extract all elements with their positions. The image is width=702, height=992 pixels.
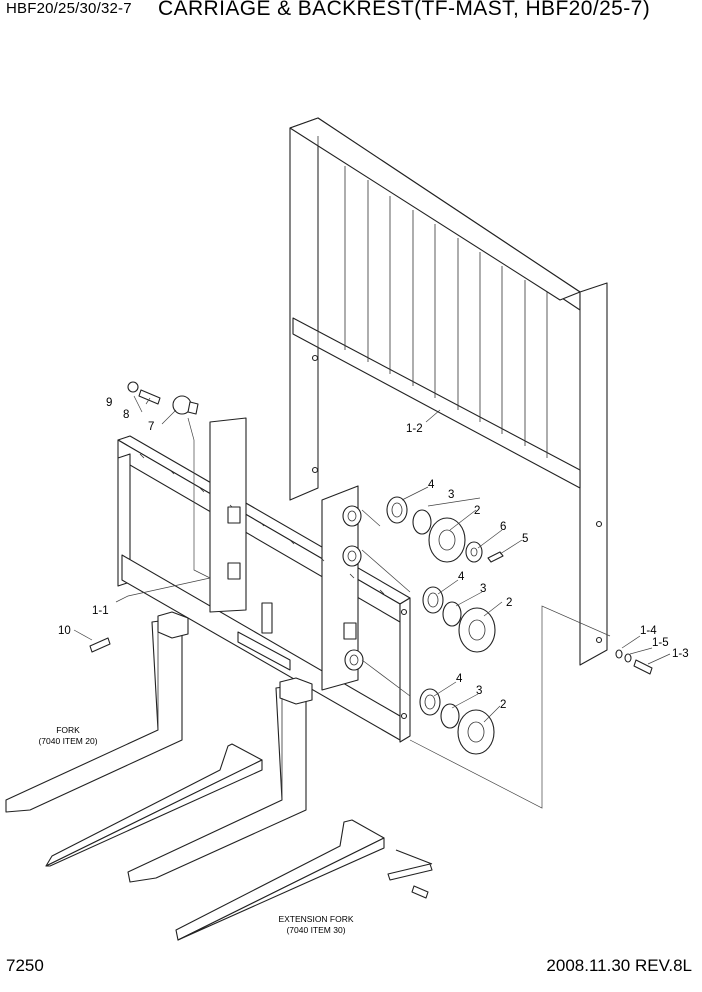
callout-3-upper: 3 — [448, 489, 454, 501]
fork-left — [5, 611, 189, 813]
callout-1-4: 1-4 — [640, 625, 657, 637]
page-number: 7250 — [6, 956, 44, 975]
extension-fork-left — [45, 743, 263, 867]
callout-7: 7 — [148, 421, 154, 433]
fork-right — [127, 677, 313, 883]
callout-10: 10 — [58, 625, 71, 637]
callout-3-lower: 3 — [476, 685, 482, 697]
revision-date: 2008.11.30 REV.8L — [546, 956, 692, 975]
callout-5: 5 — [522, 533, 528, 545]
callout-4-lower: 4 — [456, 673, 463, 685]
callout-8: 8 — [123, 409, 129, 421]
page-title: CARRIAGE & BACKREST(TF-MAST, HBF20/25-7) — [158, 0, 651, 20]
backrest — [289, 117, 608, 666]
callout-1-1: 1-1 — [92, 605, 109, 617]
roller-set-upper — [386, 496, 504, 563]
leader-lines — [73, 395, 671, 809]
roller-set-lower — [419, 688, 495, 755]
extension-fork-right — [175, 819, 433, 941]
callout-2-upper: 2 — [474, 505, 480, 517]
fork-note-ref: (7040 ITEM 20) — [38, 736, 97, 746]
extension-fork-note-title: EXTENSION FORK — [278, 914, 353, 924]
roller-set-middle — [422, 586, 496, 653]
callout-4-upper: 4 — [428, 479, 435, 491]
extension-fork-note-ref: (7040 ITEM 30) — [286, 925, 345, 935]
carriage-frame — [117, 417, 411, 743]
model-number: HBF20/25/30/32-7 — [6, 0, 132, 17]
fork-note-title: FORK — [56, 725, 80, 735]
backrest-bolt-set — [615, 649, 653, 675]
callout-3-middle: 3 — [480, 583, 486, 595]
callout-6: 6 — [500, 521, 506, 533]
callout-1-2: 1-2 — [406, 423, 423, 435]
callout-1-3: 1-3 — [672, 648, 689, 660]
callout-9: 9 — [106, 397, 112, 409]
callout-4-middle: 4 — [458, 571, 465, 583]
load-backrest-hardware — [89, 381, 199, 653]
callout-2-lower: 2 — [500, 699, 506, 711]
carriage-studs — [342, 505, 364, 671]
callout-1-5: 1-5 — [652, 637, 669, 649]
callout-2-middle: 2 — [506, 597, 512, 609]
